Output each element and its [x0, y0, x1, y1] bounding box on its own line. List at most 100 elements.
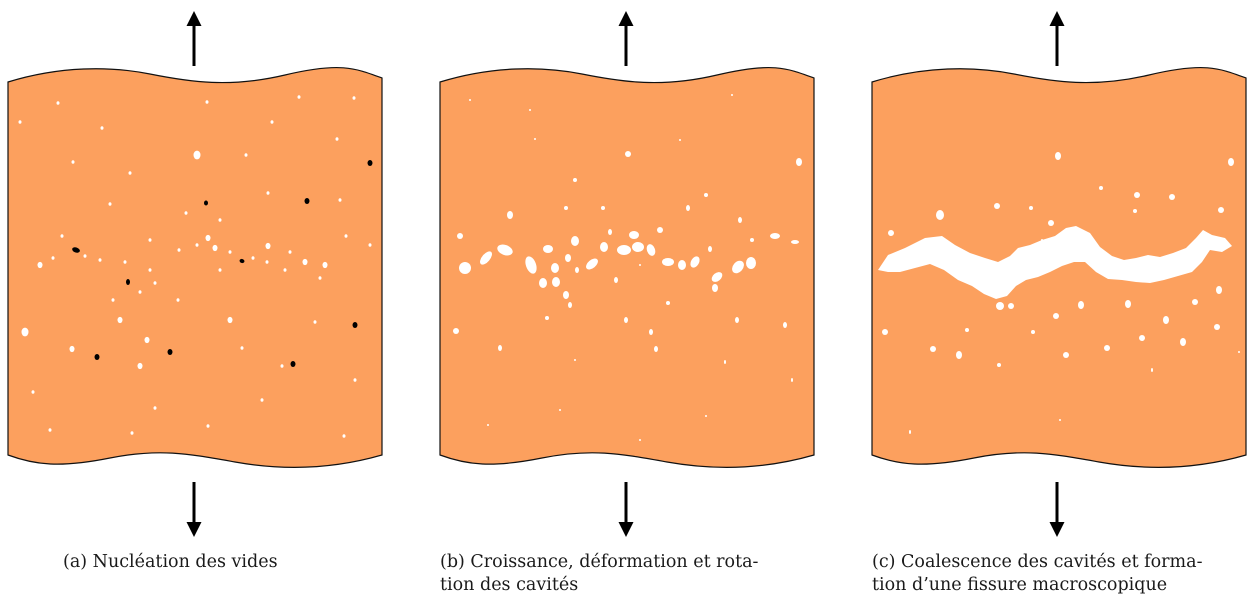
- cavity: [1078, 301, 1084, 309]
- void: [206, 424, 210, 428]
- cavity: [608, 229, 612, 235]
- cavity: [796, 158, 802, 166]
- void: [137, 362, 143, 370]
- cavity: [1216, 286, 1222, 294]
- panel-a-nucleation: [7, 11, 383, 537]
- cavity: [770, 233, 780, 239]
- cavity: [1139, 335, 1145, 341]
- void: [288, 250, 292, 254]
- cavity: [936, 210, 944, 220]
- inclusion-particle: [126, 279, 130, 285]
- cavity: [469, 99, 471, 101]
- cavity: [1163, 316, 1169, 324]
- cavity: [529, 109, 531, 111]
- void: [37, 261, 43, 269]
- void: [205, 100, 209, 104]
- cavity: [666, 301, 670, 305]
- caption-b-line2: tion des cavités: [440, 575, 579, 595]
- inclusion-particle: [290, 361, 296, 367]
- void: [260, 398, 264, 402]
- inclusion-particle: [94, 354, 100, 360]
- cavity: [571, 236, 579, 246]
- inclusion-particle: [204, 200, 208, 206]
- cavity: [625, 151, 631, 157]
- void: [111, 298, 115, 302]
- cavity: [956, 351, 962, 359]
- cavity: [573, 178, 577, 182]
- void: [251, 256, 255, 260]
- void: [21, 327, 29, 337]
- void: [302, 258, 308, 266]
- cavity: [480, 251, 492, 265]
- cavity: [1134, 192, 1140, 198]
- cavity: [453, 328, 459, 334]
- cavity: [746, 257, 756, 269]
- void: [56, 101, 60, 105]
- cavity: [545, 316, 549, 320]
- void: [280, 364, 284, 368]
- cavity: [731, 94, 733, 96]
- cavity: [559, 409, 561, 411]
- cavity: [459, 262, 471, 274]
- inclusion-particle: [239, 258, 245, 264]
- cavity: [1063, 352, 1069, 358]
- cavity: [1008, 303, 1014, 309]
- panel-b-growth: [439, 11, 815, 537]
- cavity: [563, 291, 569, 299]
- cavity: [646, 244, 656, 256]
- void: [193, 150, 201, 160]
- void: [335, 137, 339, 141]
- cavity: [551, 263, 559, 273]
- cavity: [552, 277, 560, 287]
- void: [83, 254, 87, 258]
- void: [283, 268, 287, 272]
- void: [69, 345, 75, 353]
- void: [144, 336, 150, 344]
- cavity: [888, 230, 894, 236]
- caption-c-line2: tion d’une fissure macroscopique: [872, 575, 1168, 595]
- cavity: [909, 430, 911, 434]
- cavity: [791, 378, 793, 382]
- cavity: [1059, 419, 1061, 421]
- cavity: [662, 258, 674, 266]
- cavity: [614, 277, 618, 283]
- cavity: [639, 264, 641, 266]
- cavity: [539, 278, 547, 288]
- cavity: [1218, 207, 1224, 213]
- cavity: [600, 242, 608, 252]
- cavity: [1133, 209, 1137, 213]
- cavity: [690, 256, 700, 268]
- caption-a: (a) Nucléation des vides: [63, 551, 383, 574]
- cavity: [724, 360, 726, 364]
- void: [138, 290, 142, 294]
- cavity: [1151, 368, 1153, 372]
- void: [244, 153, 248, 157]
- cavity: [575, 267, 579, 273]
- void: [195, 243, 199, 247]
- void: [130, 431, 134, 435]
- cavity: [678, 260, 686, 270]
- void: [212, 244, 218, 252]
- void: [265, 242, 271, 250]
- void: [218, 268, 222, 272]
- cavity: [997, 363, 1001, 367]
- void: [148, 238, 152, 242]
- cavity: [624, 317, 628, 323]
- cavity: [565, 254, 571, 262]
- cavity: [679, 139, 681, 141]
- specimen-body: [7, 67, 383, 468]
- void: [100, 126, 104, 130]
- caption-a-text: (a) Nucléation des vides: [63, 552, 278, 572]
- cavity: [783, 322, 787, 328]
- void: [60, 234, 64, 238]
- cavity: [534, 138, 536, 140]
- void: [98, 258, 102, 262]
- void: [265, 260, 269, 264]
- cavity: [1192, 299, 1198, 305]
- void: [353, 378, 357, 382]
- cavity: [601, 206, 605, 210]
- void: [313, 320, 317, 324]
- cavity: [882, 329, 888, 335]
- void: [184, 211, 188, 215]
- cavity: [543, 245, 553, 253]
